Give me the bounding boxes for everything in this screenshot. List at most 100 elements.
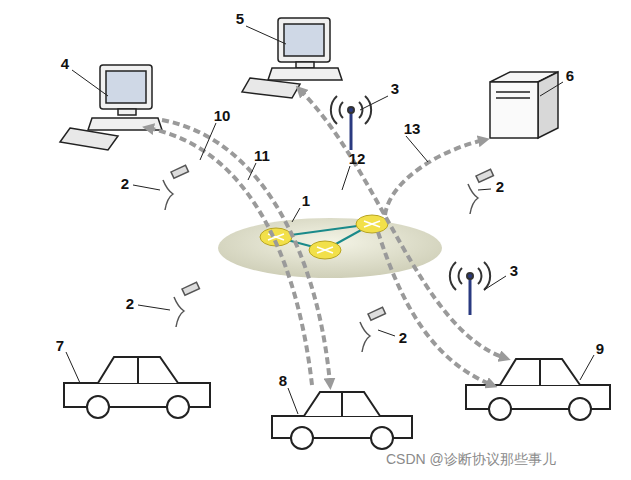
callout-number: 7 [56,338,64,353]
cable-plug-2 [163,165,188,210]
server-6 [490,72,558,138]
leader-line [540,82,563,96]
callout-number: 13 [404,121,421,136]
leader-line [66,26,594,414]
callout-number: 6 [566,68,574,83]
cable-plug-2 [476,169,493,182]
leader-line [378,330,395,336]
callout-number: 8 [279,373,287,388]
cable-plug-2 [163,165,493,352]
dashed-arrow [378,232,492,385]
cable-plug-2 [368,307,385,320]
leader-line [133,185,160,190]
cable-plug-2 [468,169,493,214]
callout-number: 4 [61,56,69,71]
dashed-arrow [148,128,312,385]
car-9 [466,359,610,420]
antenna-3 [467,273,473,279]
dashed-arrow [385,140,484,215]
leader-line [200,123,216,160]
leader-line [138,305,170,310]
leader-line [246,26,286,44]
callout-number: 3 [510,263,518,278]
computer-5 [278,18,330,62]
callout-number: 2 [126,296,134,311]
callout-number: 11 [254,148,270,163]
car-8 [291,427,313,449]
leader-line [406,136,428,162]
car-7 [137,357,139,383]
callout-number: 2 [496,179,504,194]
leader-line [66,352,80,383]
computer-4 [100,65,152,109]
network-cloud [218,215,442,278]
cable-plug-2 [468,184,478,214]
dashed-arrow [162,120,330,384]
antenna-3 [348,107,354,113]
antenna-3 [340,102,363,118]
car-7 [87,396,109,418]
cable-plug-2 [174,282,199,327]
leader-line [484,276,506,290]
server-6 [496,91,530,93]
computer-5 [284,24,324,56]
server-6 [490,82,538,138]
callout-number: 10 [214,108,231,123]
leader-line [342,166,350,190]
callout-number: 9 [596,341,604,356]
network-cloud [364,221,380,227]
antenna-3 [459,268,482,284]
car-9 [539,359,541,385]
callout-number: 3 [391,81,399,96]
cable-plug-2 [182,282,199,295]
car-8 [341,392,343,416]
leader-line [288,388,298,414]
cable-plug-2 [163,180,173,210]
antenna-3 [469,278,472,315]
computer-4 [118,109,136,115]
callout-number: 2 [121,176,129,191]
network-cloud [309,241,341,259]
car-7 [98,357,178,383]
car-7 [167,396,189,418]
network-cloud [268,221,380,253]
computer-4 [60,128,118,150]
network-cloud [317,247,333,253]
antenna-3 [450,262,490,290]
computer-4 [106,71,146,103]
server-6 [496,97,530,99]
car-8 [371,427,393,449]
antenna-3 [331,96,490,315]
leader-line [72,70,108,96]
car-9 [489,398,511,420]
leader-line [360,96,388,110]
server-6 [538,72,558,138]
leader-line [292,208,300,222]
dashed-arrow [148,90,505,385]
dashed-arrow [300,90,505,358]
car-9 [500,359,580,385]
antenna-3 [331,96,371,124]
computer-5 [242,78,300,98]
computer-5 [268,68,342,80]
computer-5 [296,62,314,68]
callout-number: 1 [302,193,310,208]
leader-line [478,189,491,190]
cable-plug-2 [360,322,370,352]
cable-plug-2 [360,307,385,352]
callout-number: 12 [349,151,366,166]
cable-plug-2 [171,165,188,178]
network-cloud [218,218,442,278]
callout-number: 2 [399,330,407,345]
computer-4 [60,65,162,150]
leader-line [248,163,256,180]
car-8 [304,392,380,416]
computer-5 [242,18,342,98]
car-7 [64,357,210,418]
cable-plug-2 [174,297,184,327]
leader-line [580,355,594,380]
network-cloud [356,215,388,233]
car-9 [569,398,591,420]
